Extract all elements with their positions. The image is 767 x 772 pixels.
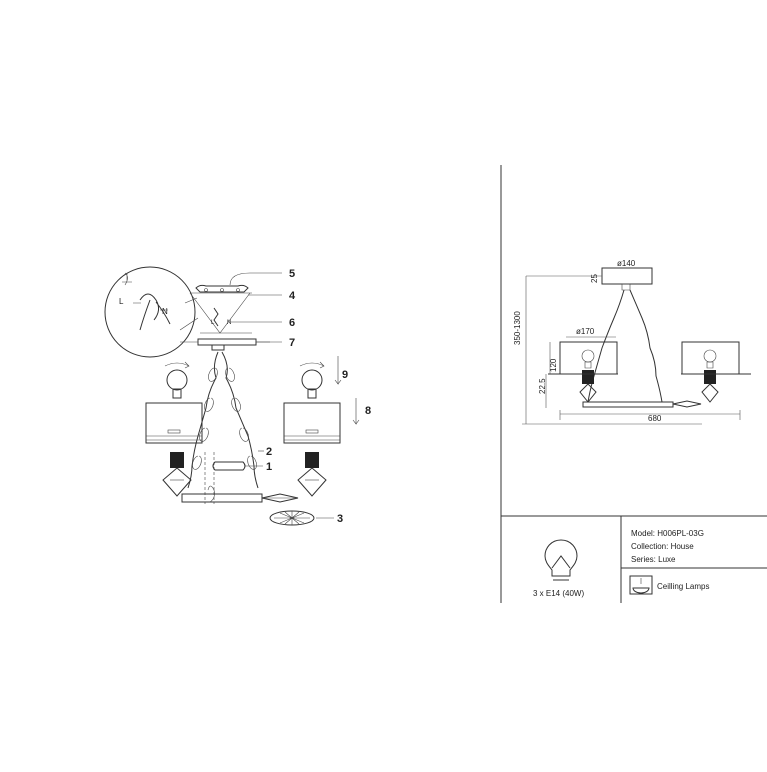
dim-arm-height: 22.5 <box>538 378 547 394</box>
wire-label-neutral: N <box>162 307 168 316</box>
decorative-disc <box>269 510 315 526</box>
callout-2: 2 <box>266 446 272 458</box>
info-table: 3 x E14 (40W) Model: H006PL-03G Collecti… <box>501 515 767 603</box>
dim-canopy-height: 25 <box>590 274 599 283</box>
arm-bar <box>181 493 299 503</box>
callout-7: 7 <box>289 337 295 349</box>
dim-shade-height: 120 <box>549 358 558 372</box>
dim-canopy-diameter: ø140 <box>617 259 636 268</box>
lamp-left <box>145 361 203 497</box>
lamp-right <box>283 361 341 497</box>
type-label: Ceilling Lamps <box>657 582 709 591</box>
assembly-diagram: L N L N <box>104 266 371 526</box>
collection-label: Collection: House <box>631 542 694 551</box>
series-label: Series: Luxe <box>631 555 676 564</box>
wiring-detail: L N <box>104 266 199 358</box>
callout-6: 6 <box>289 317 295 329</box>
callout-3: 3 <box>337 513 343 525</box>
wire-label-live: L <box>119 297 124 306</box>
bracket-wire-label-neutral: N <box>227 320 231 326</box>
callout-1: 1 <box>266 461 272 473</box>
ceiling-lamp-icon <box>629 575 653 595</box>
bulb-icon <box>544 539 578 581</box>
callout-9: 9 <box>342 369 348 381</box>
chains <box>187 351 259 489</box>
callout-8: 8 <box>365 405 371 417</box>
model-label: Model: H006PL-03G <box>631 529 704 538</box>
dim-width: 680 <box>648 414 662 423</box>
dim-total-height: 350-1300 <box>513 311 522 345</box>
callout-5: 5 <box>289 268 295 280</box>
callout-leaders <box>228 272 360 519</box>
dimension-drawing: ø140 25 350-1300 ø170 120 22.5 680 <box>500 165 751 603</box>
bracket-wire-label-live: L <box>211 320 215 326</box>
callout-4: 4 <box>289 290 296 302</box>
bulb-spec: 3 x E14 (40W) <box>533 589 584 598</box>
dim-shade-diameter: ø170 <box>576 327 595 336</box>
